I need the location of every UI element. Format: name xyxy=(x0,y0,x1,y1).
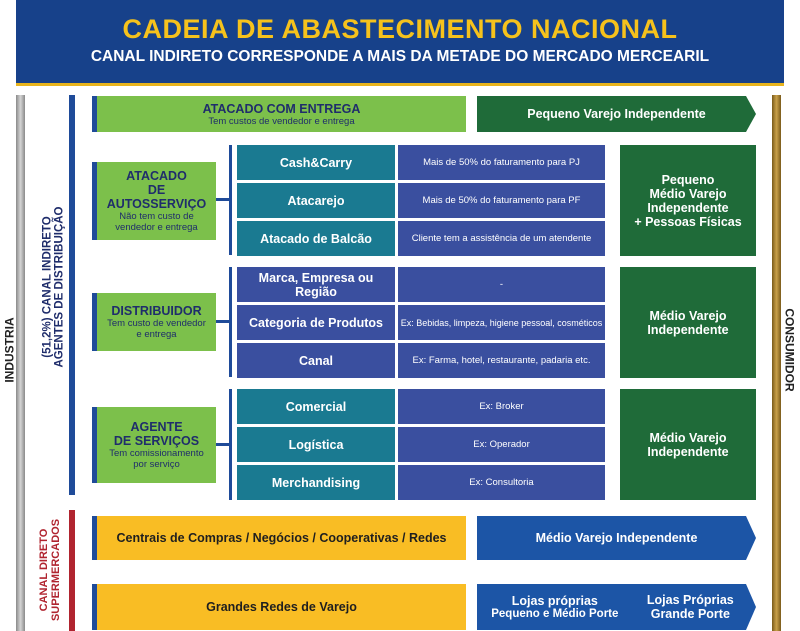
grandes-target-small: Lojas próprias Pequeno e Médio Porte xyxy=(491,594,619,620)
servicos-row-desc: Ex: Broker xyxy=(398,389,605,424)
page-subtitle: CANAL INDIRETO CORRESPONDE A MAIS DA MET… xyxy=(90,48,710,65)
distribuidor-row-name: Categoria de Produtos xyxy=(237,305,395,340)
autosservico-row-desc: Mais de 50% do faturamento para PF xyxy=(398,183,605,218)
distribuidor-row-name: Canal xyxy=(237,343,395,378)
direct-channel-label: CANAL DIRETO SUPERMERCADOS xyxy=(37,518,62,622)
indirect-channel-label: (51,2%) CANAL INDIRETO AGENTES DE DISTRI… xyxy=(41,206,66,368)
atacado-entrega-sub: Tem custos de vendedor e entrega xyxy=(208,115,355,127)
servicos-row-name: Logística xyxy=(237,427,395,462)
distribuidor-row-desc: Ex: Farma, hotel, restaurante, padaria e… xyxy=(398,343,605,378)
grandes-target: Lojas próprias Pequeno e Médio Porte Loj… xyxy=(477,584,756,630)
distribuidor-box: DISTRIBUIDOR Tem custo de vendedor e ent… xyxy=(92,293,216,351)
autosservico-row-name: Atacarejo xyxy=(237,183,395,218)
servicos-row-name: Comercial xyxy=(237,389,395,424)
servicos-connector xyxy=(216,389,234,500)
servicos-target: Médio Varejo Independente xyxy=(620,389,756,500)
indirect-channel-line xyxy=(69,95,75,495)
grandes-box: Grandes Redes de Varejo xyxy=(92,584,466,630)
distribuidor-connector xyxy=(216,267,234,377)
autosservico-row-name: Atacado de Balcão xyxy=(237,221,395,256)
autosservico-target: Pequeno Médio Varejo Independente + Pess… xyxy=(620,145,756,256)
page-title: CADEIA DE ABASTECIMENTO NACIONAL xyxy=(122,14,678,44)
distribuidor-target: Médio Varejo Independente xyxy=(620,267,756,378)
header-banner: CADEIA DE ABASTECIMENTO NACIONAL CANAL I… xyxy=(16,0,784,86)
grandes-target-large: Lojas Próprias Grande Porte xyxy=(646,593,734,621)
servicos-row-name: Merchandising xyxy=(237,465,395,500)
distribuidor-row-desc: Ex: Bebidas, limpeza, higiene pessoal, c… xyxy=(398,305,605,340)
direct-channel-line xyxy=(69,510,75,631)
autosservico-row-desc: Cliente tem a assistência de um atendent… xyxy=(398,221,605,256)
atacado-entrega-box: ATACADO COM ENTREGA Tem custos de vended… xyxy=(92,96,466,132)
distribuidor-row-name: Marca, Empresa ou Região xyxy=(237,267,395,302)
centrais-box: Centrais de Compras / Negócios / Coopera… xyxy=(92,516,466,560)
centrais-target: Médio Varejo Independente xyxy=(477,516,756,560)
consumidor-label: CONSUMIDOR xyxy=(783,308,797,392)
autosservico-box: ATACADO DE AUTOSSERVIÇO Não tem custo de… xyxy=(92,162,216,240)
servicos-row-desc: Ex: Operador xyxy=(398,427,605,462)
servicos-row-desc: Ex: Consultoria xyxy=(398,465,605,500)
industria-label: INDUSTRIA xyxy=(3,317,17,383)
atacado-entrega-title: ATACADO COM ENTREGA xyxy=(202,101,361,116)
servicos-box: AGENTE DE SERVIÇOS Tem comissionamento p… xyxy=(92,407,216,483)
autosservico-row-desc: Mais de 50% do faturamento para PJ xyxy=(398,145,605,180)
autosservico-row-name: Cash&Carry xyxy=(237,145,395,180)
autosservico-connector xyxy=(216,145,234,255)
industria-bar xyxy=(16,95,25,631)
consumidor-bar xyxy=(772,95,781,631)
atacado-entrega-target: Pequeno Varejo Independente xyxy=(477,96,756,132)
distribuidor-row-desc: - xyxy=(398,267,605,302)
